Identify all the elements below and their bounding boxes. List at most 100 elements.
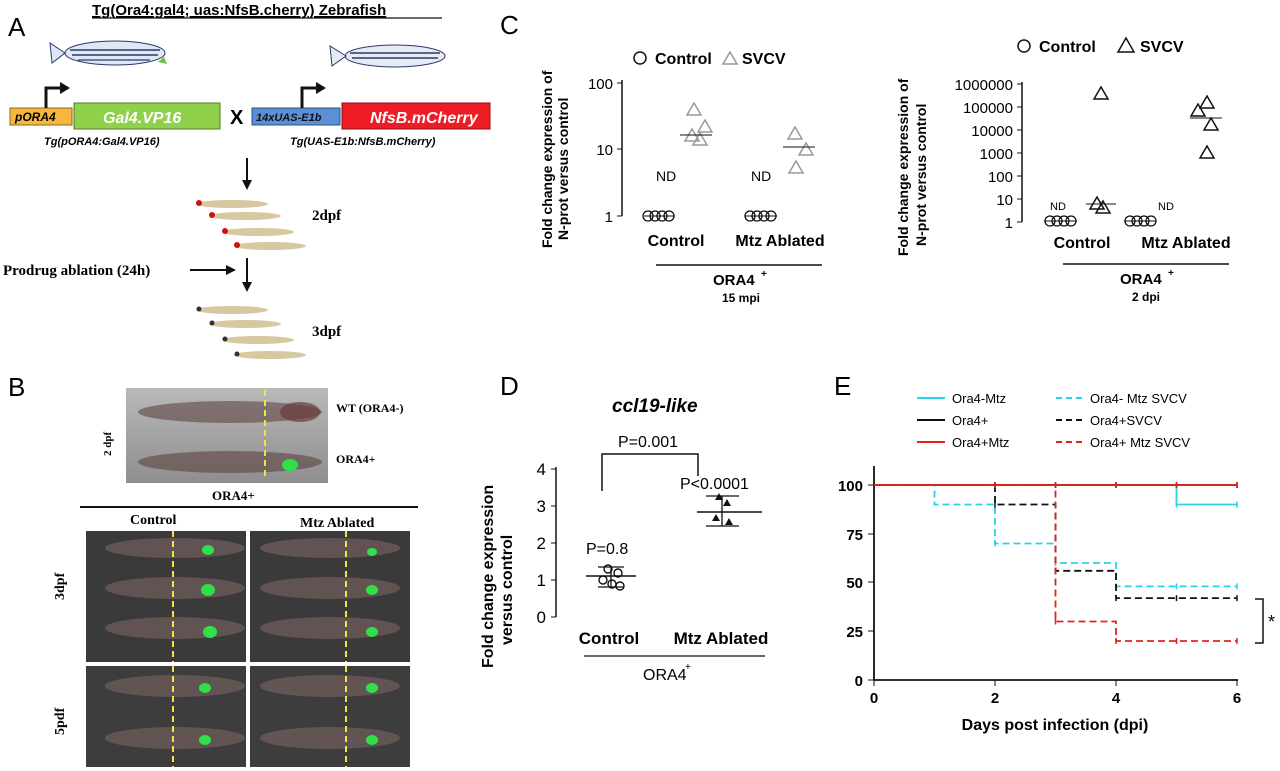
e-ytick-25: 25 <box>846 624 863 641</box>
gal4-gene-box <box>73 102 221 130</box>
uas-promoter-box <box>251 107 341 126</box>
e-legend-ora4plus: Ora4+ <box>952 413 989 428</box>
panel-letter-c: C <box>500 10 519 40</box>
panel-letter-a: A <box>8 12 26 42</box>
survival-curve-ora4-mtz-svcv <box>874 484 1237 642</box>
construct1-caption: Tg(pORA4:Gal4.VP16) <box>44 136 160 148</box>
promoter-arrow-icon-2 <box>300 86 316 108</box>
legend-control-label-right: Control <box>1039 39 1096 56</box>
c-right-nd-ablated: ND <box>1158 201 1174 213</box>
prodrug-ablation-label: Prodrug ablation (24h) <box>3 263 150 279</box>
e-x-ticks <box>873 680 1238 686</box>
panel-letter-b: B <box>8 372 25 402</box>
d-control-points <box>586 564 636 591</box>
c-right-svcv-points <box>1086 85 1222 214</box>
e-ytick-100: 100 <box>838 478 863 495</box>
transgenic-title: Tg(Ora4:gal4; uas:NfsB.cherry) Zebrafish <box>92 2 386 19</box>
e-legend-ora4-mtz: Ora4-Mtz <box>952 391 1006 406</box>
e-ytick-50: 50 <box>846 575 863 592</box>
pora4-promoter-box <box>9 107 73 126</box>
c-right-time: 2 dpi <box>1132 290 1160 304</box>
stage-3dpf-label: 3dpf <box>312 324 342 340</box>
c-right-ytick-10: 10 <box>996 192 1013 209</box>
c-right-ylabel-1: Fold change expression of <box>895 78 911 256</box>
d-ylabel-1: Fold change expression <box>480 485 497 668</box>
e-xtick-6: 6 <box>1233 690 1241 707</box>
c-left-nd-control: ND <box>656 168 676 184</box>
d-ytick-1: 1 <box>537 571 546 590</box>
e-xtick-4: 4 <box>1112 690 1121 707</box>
c-left-time: 15 mpi <box>722 291 760 305</box>
c-left-group-sup: + <box>761 269 767 280</box>
group-header: ORA4+ <box>212 488 255 503</box>
panel-a: A Tg(Ora4:gal4; uas:NfsB.cherry) Zebrafi… <box>3 2 491 359</box>
gal4-label: Gal4.VP16 <box>103 110 181 127</box>
e-legend-ora4plus-mtz: Ora4+Mtz <box>952 435 1009 450</box>
panel-letter-d: D <box>500 371 519 401</box>
c-left-cat-ablated: Mtz Ablated <box>735 233 824 250</box>
c-left-ylabel-1: Fold change expression of <box>539 70 555 248</box>
fish-5pdf-larvae <box>105 675 400 749</box>
panel-c: C Control SVCV Fold change expression of… <box>500 10 1231 305</box>
wt-label: WT (ORA4-) <box>336 401 403 415</box>
c-right-ytick-1000: 1000 <box>980 146 1013 163</box>
d-p-between: P=0.001 <box>618 434 678 451</box>
legend-control-marker-right <box>1017 39 1031 53</box>
c-right-ytick-10000: 10000 <box>971 123 1013 140</box>
e-y-ticks <box>868 484 874 681</box>
stage-2dpf-label: 2dpf <box>312 208 342 224</box>
e-ytick-0: 0 <box>855 673 863 690</box>
c-right-ytick-1000000: 1000000 <box>955 77 1013 94</box>
c-right-ytick-100000: 100000 <box>963 100 1013 117</box>
panel-b: B 2 dpf WT (ORA4-) ORA4+ ORA4+ Control M… <box>8 372 418 767</box>
panel-letter-e: E <box>834 371 851 401</box>
panel-d: D ccl19-like Fold change expression vers… <box>480 371 768 684</box>
e-significance-bracket <box>1255 598 1264 644</box>
d-ytick-4: 4 <box>537 460 546 479</box>
row-3dpf: 3dpf <box>53 572 68 600</box>
d-cat-ablated: Mtz Ablated <box>674 629 769 648</box>
c-right-nd-control: ND <box>1050 201 1066 213</box>
column-control: Control <box>130 513 177 528</box>
c-right-cat-ablated: Mtz Ablated <box>1141 235 1230 252</box>
d-ylabel-2: versus control <box>499 535 516 645</box>
c-left-ytick-10: 10 <box>596 142 613 159</box>
cross-symbol: X <box>230 107 244 129</box>
e-legend-ora4plus-svcv: Ora4+SVCV <box>1090 413 1162 428</box>
c-left-cat-control: Control <box>648 233 705 250</box>
c-right-ylabel-2: N-prot versus control <box>913 104 929 246</box>
pora4-label: pORA4 <box>14 110 56 124</box>
e-ytick-75: 75 <box>846 527 863 544</box>
d-p-ablated: P<0.0001 <box>680 476 749 493</box>
uas-label: 14xUAS-E1b <box>256 112 322 124</box>
promoter-arrow-icon <box>44 86 60 108</box>
fish-3dpf-larvae <box>105 538 400 639</box>
e-legend: Ora4-Mtz Ora4- Mtz SVCV Ora4+ Ora4+SVCV … <box>917 391 1190 450</box>
d-bracket <box>601 453 699 491</box>
d-group-sup: + <box>685 662 691 673</box>
c-right-ytick-1: 1 <box>1005 215 1013 232</box>
construct2-caption: Tg(UAS-E1b:NfsB.mCherry) <box>290 136 436 148</box>
c-left-ytick-1: 1 <box>605 209 613 226</box>
zebrafish-illustration-right <box>329 44 446 68</box>
c-right-ytick-100: 100 <box>988 169 1013 186</box>
row-5pdf: 5pdf <box>53 707 68 735</box>
legend-svcv-label: SVCV <box>742 51 786 68</box>
larvae-3dpf <box>196 306 306 359</box>
gfp-signal <box>282 459 298 471</box>
legend-svcv-marker <box>721 50 739 65</box>
zebrafish-illustration-left <box>49 40 167 66</box>
panel-c-right-chart: Control SVCV Fold change expression of N… <box>895 36 1231 304</box>
d-cat-control: Control <box>579 629 639 648</box>
c-right-group-sup: + <box>1168 268 1174 279</box>
e-significance-star: * <box>1268 612 1275 632</box>
e-survival-curves <box>874 482 1238 644</box>
legend-control-marker <box>633 51 647 65</box>
e-xtick-2: 2 <box>991 690 999 707</box>
c-left-ytick-100: 100 <box>588 76 613 93</box>
d-ytick-3: 3 <box>537 497 546 516</box>
legend-control-label: Control <box>655 51 712 68</box>
e-legend-ora4plus-mtz-svcv: Ora4+ Mtz SVCV <box>1090 435 1190 450</box>
c-right-cat-control: Control <box>1054 235 1111 252</box>
e-xlabel: Days post infection (dpi) <box>962 717 1149 734</box>
